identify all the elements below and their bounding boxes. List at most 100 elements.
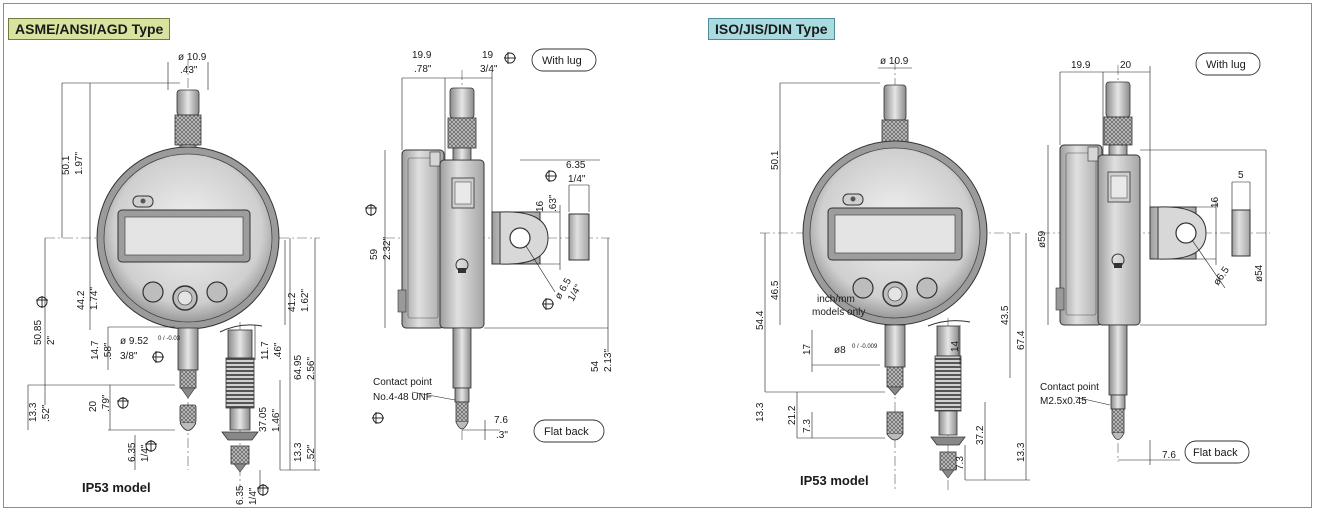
dim-label: 6.35 [235, 485, 246, 505]
dim-label: 13.3 [1016, 442, 1027, 462]
right-callouts: With lug Flat back [1184, 52, 1261, 464]
model-label-right: IP53 model [800, 473, 869, 488]
dim-label: 2.56" [306, 357, 317, 380]
dim-label: ø 10.9 [880, 56, 909, 67]
dim-label: 3/4" [480, 64, 498, 75]
dim-label: 16 [1210, 196, 1221, 208]
dim-label: 1.46" [271, 409, 282, 432]
stem-cap [176, 89, 200, 116]
dim-label: 1.97" [74, 152, 85, 175]
flat-back-text-right: Flat back [1193, 447, 1238, 459]
dim-label: 19 [482, 50, 494, 61]
agd-mark [372, 412, 384, 424]
agd-mark [145, 440, 157, 452]
dim-label: 6.35 [566, 160, 586, 171]
agd-mark [36, 296, 48, 308]
with-lug-text: With lug [542, 55, 582, 67]
agd-mark [542, 298, 554, 310]
contact-point-label: Contact point [373, 377, 432, 388]
right-dimensions [764, 67, 1030, 481]
dim-label: 7.3 [955, 456, 966, 470]
dim-label: 5 [1238, 170, 1244, 181]
left-ip53-stem [219, 322, 263, 490]
dim-label: 14.7 [90, 340, 101, 360]
dim-label: .52" [306, 444, 317, 462]
dim-label: 37.2 [975, 425, 986, 445]
dim-label: 13.3 [293, 442, 304, 462]
dim-label: 3/8" [120, 351, 138, 362]
dim-tolerance: 0 / -0.009 [852, 344, 878, 350]
contact-thread-label: No.4-48 UNF [373, 392, 432, 403]
dim-label: 2.13" [603, 349, 614, 372]
dim-label: ø8 [834, 345, 846, 356]
dim-label: ø59 [1037, 230, 1048, 248]
dim-label: 1/4" [248, 487, 259, 505]
lcd-display-right [834, 214, 956, 254]
note-line-2: models only [812, 307, 865, 318]
note-line-1: inch/mm [817, 294, 855, 305]
dim-label: 6.35 [127, 442, 138, 462]
dim-label: 67.4 [1016, 330, 1027, 350]
dim-label: 37.05 [258, 407, 269, 432]
flat-back-text: Flat back [544, 426, 589, 438]
dim-label: 44.2 [76, 290, 87, 310]
threaded-section [225, 357, 255, 409]
dim-label: .63" [548, 194, 559, 212]
dim-label: 19.9 [1071, 60, 1091, 71]
knurled-collar [174, 114, 202, 146]
dim-label: 1.62" [300, 289, 311, 312]
dim-label: ø54 [1254, 264, 1265, 282]
right-ip53-stem [927, 318, 971, 490]
dim-label: 2" [46, 335, 57, 345]
dim-label: 2.32" [382, 237, 393, 260]
drawing-frame [3, 3, 1312, 508]
agd-marks [36, 52, 557, 496]
flat-back-callout [533, 419, 605, 443]
right-button [206, 281, 228, 303]
agd-mark [504, 52, 516, 64]
dim-label: 64.95 [293, 355, 304, 380]
dim-label: 20 [1120, 60, 1132, 71]
dim-label: .79" [101, 394, 112, 412]
agd-mark [152, 351, 164, 363]
dim-label: ø6.5 [1211, 265, 1232, 288]
dim-label: 1/4" [568, 174, 586, 185]
lcd-display [124, 216, 244, 256]
right-type-title: ISO/JIS/DIN Type [708, 18, 835, 40]
agd-mark [545, 170, 557, 182]
dim-label: 43.5 [1000, 305, 1011, 325]
right-side-view [1040, 65, 1270, 462]
dim-label: 7.3 [802, 419, 813, 433]
dim-label: 16 [535, 200, 546, 212]
dim-label: 50.1 [61, 155, 72, 175]
dim-label: 59 [369, 248, 380, 260]
agd-mark [117, 397, 129, 409]
dim-label: .58" [103, 342, 114, 360]
dim-label: .43" [180, 65, 198, 76]
with-lug-callout [531, 48, 597, 72]
dim-tolerance: 0 / -0.03 [158, 336, 181, 342]
contact-point-label-right: Contact point [1040, 382, 1099, 393]
dim-label: 11.7 [260, 341, 271, 360]
dim-label: 19.9 [412, 50, 432, 61]
dim-label: 50.1 [770, 150, 781, 170]
dim-label: 1/4" [140, 444, 151, 462]
dim-label: 14 [950, 340, 961, 352]
agd-mark [365, 204, 377, 216]
dim-label: 20 [88, 400, 99, 412]
dim-label: 54.4 [755, 310, 766, 330]
dim-label: ø 9.52 [120, 336, 149, 347]
right-front-view [760, 60, 1020, 490]
dim-label: 21.2 [787, 405, 798, 425]
dim-label: 13.3 [28, 402, 39, 422]
with-lug-text-right: With lug [1206, 59, 1246, 71]
dim-label: 1.74" [89, 287, 100, 310]
dim-label: 46.5 [770, 280, 781, 300]
left-front-view [45, 60, 320, 470]
lug-section [568, 213, 590, 261]
agd-mark [257, 484, 269, 496]
dim-label: 54 [590, 360, 601, 372]
dim-label: 13.3 [755, 402, 766, 422]
dim-label: .46" [273, 342, 284, 360]
